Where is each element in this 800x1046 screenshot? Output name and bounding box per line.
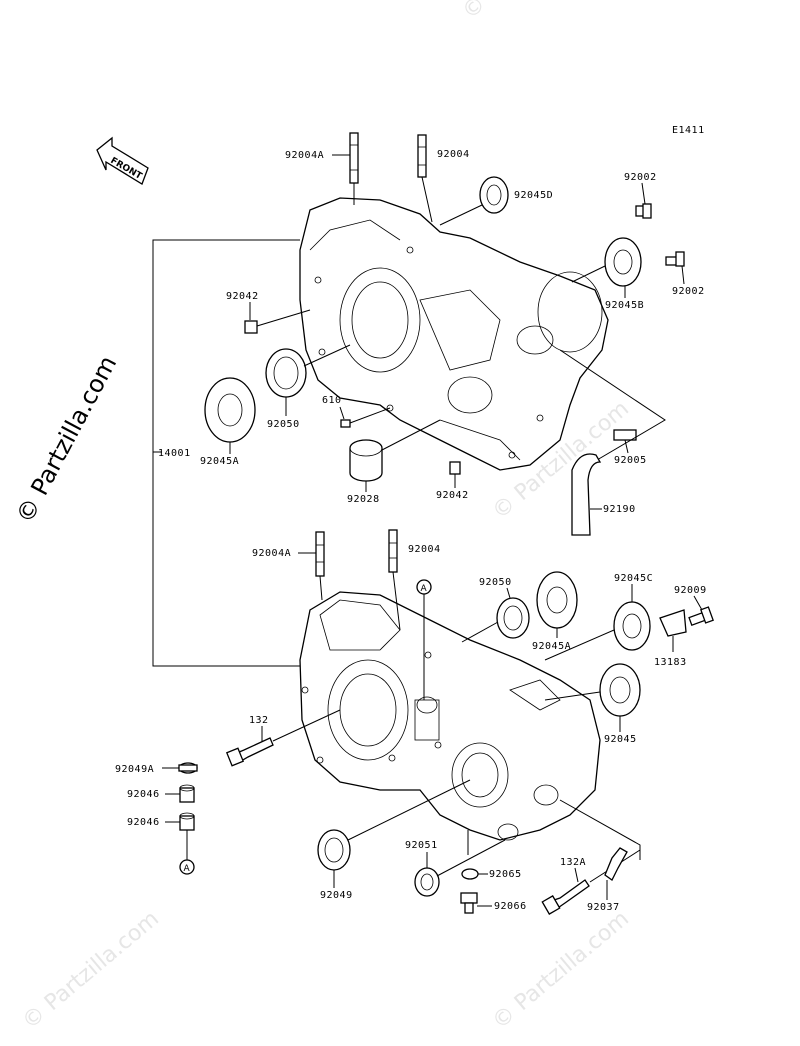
ref-marker-a-top: A	[416, 579, 432, 595]
label-92009: 92009	[674, 585, 707, 596]
label-92046-b: 92046	[127, 817, 160, 828]
seal-92049	[317, 829, 351, 871]
label-92050-top: 92050	[267, 419, 300, 430]
label-92045B: 92045B	[605, 300, 644, 311]
label-92065: 92065	[489, 869, 522, 880]
label-92004-bottom: 92004	[408, 544, 441, 555]
plate-13183	[659, 609, 687, 637]
label-92051: 92051	[405, 840, 438, 851]
lower-crankcase	[299, 591, 601, 841]
ref-marker-a-bottom-label: A	[184, 864, 191, 874]
label-92004A-bottom: 92004A	[252, 548, 291, 559]
label-92066: 92066	[494, 901, 527, 912]
ref-marker-a-bottom: A	[179, 859, 195, 875]
label-92049A: 92049A	[115, 764, 154, 775]
label-92045C: 92045C	[614, 573, 653, 584]
watermark-faint-1: © Partzilla.com	[458, 0, 604, 25]
bolt-92009	[688, 606, 714, 626]
hose-92190	[571, 453, 602, 536]
label-92045: 92045	[604, 734, 637, 745]
pin-610	[340, 419, 351, 428]
washer-92065	[461, 868, 479, 880]
bolt-132	[225, 737, 274, 767]
label-92045A-top: 92045A	[200, 456, 239, 467]
bushing-92028	[349, 439, 383, 482]
label-92004A-top: 92004A	[285, 150, 324, 161]
label-92002-a: 92002	[624, 172, 657, 183]
label-92004-top: 92004	[437, 149, 470, 160]
stud-92004A-top	[349, 132, 359, 184]
label-13183: 13183	[654, 657, 687, 668]
ref-marker-a-top-label: A	[421, 584, 428, 594]
pin-92042-b	[449, 461, 461, 475]
seal-92051	[414, 867, 440, 897]
label-92028: 92028	[347, 494, 380, 505]
front-arrow-icon: FRONT	[96, 136, 149, 185]
label-92037: 92037	[587, 902, 620, 913]
upper-crankcase	[299, 197, 609, 471]
bolt-132A	[541, 879, 590, 915]
washer-92049A	[178, 762, 198, 774]
bearing-92045A-bottom	[536, 571, 578, 629]
label-132: 132	[249, 715, 269, 726]
bearing-92045B	[604, 237, 642, 287]
bearing-92045C	[613, 601, 651, 651]
watermark-faint-3: © Partzilla.com	[488, 906, 634, 1034]
bearing-92045A-top	[204, 377, 256, 443]
label-92042-bottom: 92042	[436, 490, 469, 501]
watermark-vertical: © Partzilla.com	[11, 351, 123, 528]
bearing-92045	[599, 663, 641, 717]
label-92042-top: 92042	[226, 291, 259, 302]
watermark-faint-2: © Partzilla.com	[18, 906, 164, 1034]
bracket-14001	[152, 239, 300, 667]
seal-92050-top	[265, 348, 307, 398]
stud-92004-top	[417, 134, 427, 178]
label-92046-a: 92046	[127, 789, 160, 800]
diagram-code: E1411	[672, 125, 705, 136]
label-14001: 14001	[158, 448, 191, 459]
needle-bearing-92046-b	[179, 812, 195, 831]
label-92190: 92190	[603, 504, 636, 515]
pin-92042-a	[244, 320, 258, 334]
bearing-92045D	[479, 176, 509, 214]
seal-92050-bottom	[496, 597, 530, 639]
label-92045D: 92045D	[514, 190, 553, 201]
needle-bearing-92046-a	[179, 784, 195, 803]
label-92049: 92049	[320, 890, 353, 901]
label-132A: 132A	[560, 857, 586, 868]
label-92045A-bottom: 92045A	[532, 641, 571, 652]
label-92005: 92005	[614, 455, 647, 466]
bolt-92002-b	[665, 251, 685, 267]
label-610: 610	[322, 395, 342, 406]
part-labels: 92004A 92004 92045D 92002 92002 92045B 9…	[115, 149, 707, 913]
label-92050-bottom: 92050	[479, 577, 512, 588]
stud-92004-bottom	[388, 529, 398, 573]
clamp-92037	[604, 847, 628, 881]
bolt-92002-a	[635, 203, 652, 219]
drain-bolt-92066	[460, 892, 478, 914]
stud-92004A-bottom	[315, 531, 325, 577]
label-92002-b: 92002	[672, 286, 705, 297]
